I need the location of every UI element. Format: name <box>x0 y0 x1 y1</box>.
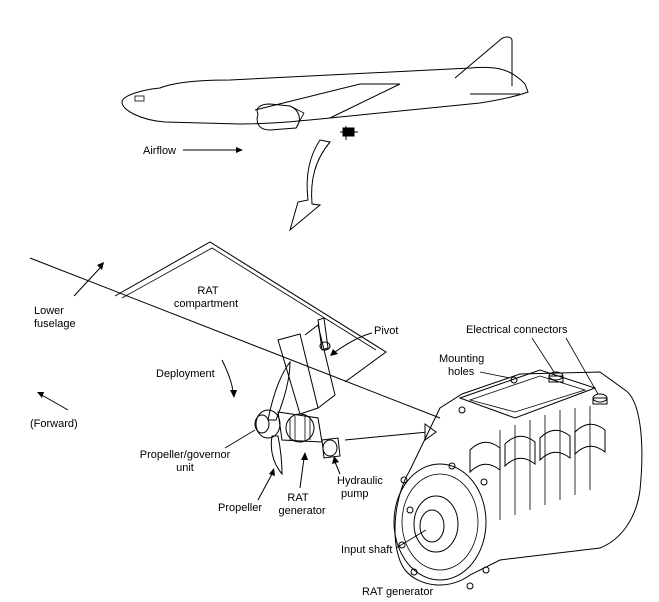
pivot-arrow <box>330 332 373 356</box>
propeller-governor-label: Propeller/governor <box>140 449 231 461</box>
detail-callout-arrow <box>289 139 331 232</box>
rat-compartment-label: RAT <box>197 285 218 297</box>
deployment-arrow <box>221 359 237 398</box>
rat-assembly-illustration <box>254 317 341 476</box>
input-shaft-label: Input shaft <box>341 544 392 556</box>
propeller-governor-label-2: unit <box>176 462 194 474</box>
rat-generator-small-label: RAT <box>287 492 308 504</box>
propeller-arrow <box>257 468 275 501</box>
lower-fuselage-illustration <box>29 241 441 419</box>
main-generator-illustration <box>393 369 643 590</box>
mounting-holes-label-2: holes <box>448 366 475 378</box>
electrical-connectors-leader-1 <box>531 337 555 373</box>
forward-label: (Forward) <box>30 418 78 430</box>
hydraulic-pump-arrow <box>332 456 341 475</box>
airflow-arrow <box>183 147 243 153</box>
rat-generator-small-label-2: generator <box>278 505 325 517</box>
rat-generator-main-label: RAT generator <box>362 586 433 598</box>
mounting-holes-label: Mounting <box>439 353 484 365</box>
electrical-connectors-leader-2 <box>565 337 599 395</box>
aircraft-illustration <box>121 36 529 140</box>
forward-arrow <box>37 392 69 411</box>
propeller-label: Propeller <box>218 502 262 514</box>
propeller-governor-leader <box>224 429 256 449</box>
deployment-label: Deployment <box>156 368 215 380</box>
input-shaft-leader <box>395 529 427 549</box>
pivot-label: Pivot <box>374 325 398 337</box>
mounting-holes-leader <box>479 371 511 379</box>
rat-compartment-label-2: compartment <box>174 298 238 310</box>
detail-arrow <box>344 423 437 441</box>
lower-fuselage-label-2: fuselage <box>34 318 76 330</box>
airflow-label: Airflow <box>143 145 176 157</box>
lower-fuselage-label: Lower <box>34 305 64 317</box>
rat-generator-arrow <box>299 452 308 489</box>
hydraulic-pump-label: Hydraulic <box>337 475 383 487</box>
electrical-connectors-label: Electrical connectors <box>466 324 568 336</box>
hydraulic-pump-label-2: pump <box>341 488 369 500</box>
